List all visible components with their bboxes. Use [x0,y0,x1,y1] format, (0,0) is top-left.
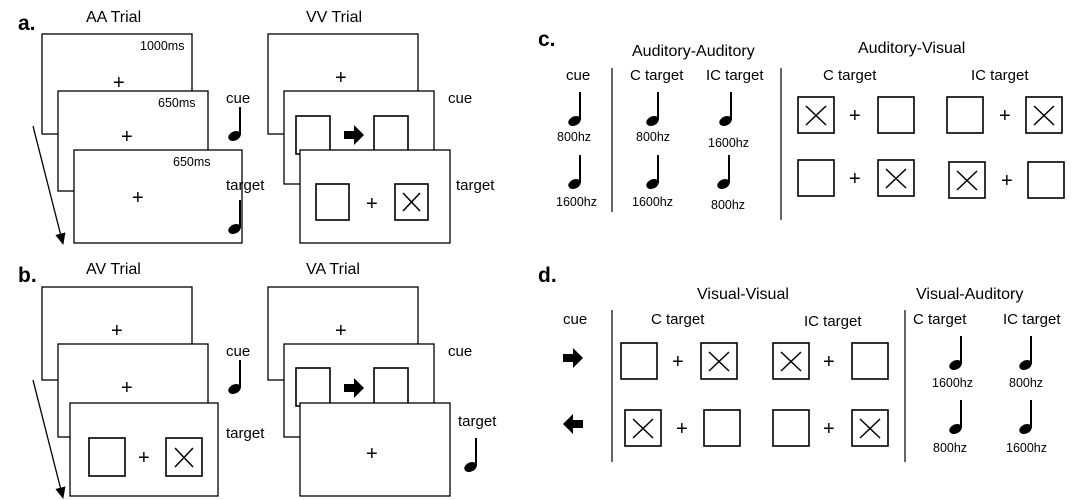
panel-d-label: d. [538,264,557,287]
note-icon [717,91,735,129]
vv-trial-title: VV Trial [306,9,362,26]
aa-frame-3: 650ms + [73,149,243,244]
auditory-auditory-header: Auditory-Auditory [632,43,755,60]
fixation-cross: + [138,447,150,469]
fixation-cross: + [335,67,347,89]
frequency-label: 800hz [711,198,745,212]
note-icon [226,359,244,397]
right-box [373,115,409,155]
cue-label: cue [226,90,250,107]
timing-650ms: 650ms [158,96,196,110]
target-label: target [456,177,495,194]
c-target-label: C target [651,311,705,328]
frequency-label: 1600hz [1006,441,1047,455]
av-ic-target-row2: + [948,161,1065,199]
c-target-label: C target [630,67,684,84]
frequency-label: 800hz [933,441,967,455]
right-arrow-icon [344,378,364,398]
av-trial-title: AV Trial [86,261,141,278]
time-arrow [32,379,66,500]
cue-label: cue [226,343,250,360]
av-c-target-row1: + [797,96,915,134]
right-arrow-icon [344,125,364,145]
right-box [373,367,409,407]
av-frame-3: + [69,402,219,497]
svg-text:+: + [999,105,1011,127]
cue-label: cue [448,343,472,360]
vv-c-target-row2: + [624,409,741,447]
vv-ic-target-row1: + [772,342,889,380]
visual-auditory-header: Visual-Auditory [916,286,1023,303]
fixation-cross: + [111,320,123,342]
note-icon [644,154,662,192]
note-icon [1017,335,1035,373]
left-arrow-icon [563,414,583,434]
fixation-cross: + [335,320,347,342]
time-arrow [32,125,66,246]
left-box [88,437,126,477]
frequency-label: 1600hz [632,195,673,209]
frequency-label: 1600hz [932,376,973,390]
fixation-cross: + [121,377,133,399]
frequency-label: 1600hz [556,195,597,209]
auditory-visual-header: Auditory-Visual [858,40,965,57]
frequency-label: 1600hz [708,136,749,150]
panel-b-label: b. [18,264,37,287]
note-icon [947,399,965,437]
target-label: target [458,413,497,430]
frequency-label: 800hz [636,130,670,144]
note-icon [715,154,733,192]
svg-text:+: + [823,418,835,440]
note-icon [644,91,662,129]
fixation-cross: + [113,72,125,94]
target-label: target [226,425,265,442]
ic-target-label: IC target [804,313,862,330]
av-c-target-row2: + [797,159,915,197]
svg-text:+: + [849,105,861,127]
ic-target-label: IC target [971,67,1029,84]
fixation-cross: + [366,193,378,215]
c-target-label: C target [823,67,877,84]
note-icon [462,437,480,475]
fixation-cross: + [121,126,133,148]
svg-text:+: + [823,351,835,373]
target-label: target [226,177,265,194]
note-icon [1017,399,1035,437]
note-icon [566,91,584,129]
note-icon [226,106,244,144]
panel-a-label: a. [18,12,36,35]
panel-c-label: c. [538,28,556,51]
cue-label: cue [448,90,472,107]
va-frame-3: + [299,402,451,497]
visual-visual-header: Visual-Visual [697,286,789,303]
vv-c-target-row1: + [620,342,738,380]
va-trial-title: VA Trial [306,261,360,278]
left-box [315,183,350,221]
left-box [295,367,331,407]
av-ic-target-row1: + [946,96,1063,134]
left-box [295,115,331,155]
svg-text:+: + [676,418,688,440]
frequency-label: 800hz [1009,376,1043,390]
cue-column-label: cue [563,311,587,328]
svg-text:+: + [849,168,861,190]
cue-column-label: cue [566,67,590,84]
note-icon [947,335,965,373]
right-arrow-icon [563,348,583,368]
timing-650ms: 650ms [173,155,211,169]
note-icon [566,154,584,192]
svg-text:+: + [1001,170,1013,192]
vv-ic-target-row2: + [772,409,889,447]
fixation-cross: + [132,187,144,209]
timing-1000ms: 1000ms [140,39,184,53]
c-target-label: C target [913,311,967,328]
ic-target-label: IC target [1003,311,1061,328]
vv-frame-3: + [299,149,451,244]
fixation-cross: + [366,443,378,465]
svg-text:+: + [672,351,684,373]
aa-trial-title: AA Trial [86,9,141,26]
frequency-label: 800hz [557,130,591,144]
ic-target-label: IC target [706,67,764,84]
